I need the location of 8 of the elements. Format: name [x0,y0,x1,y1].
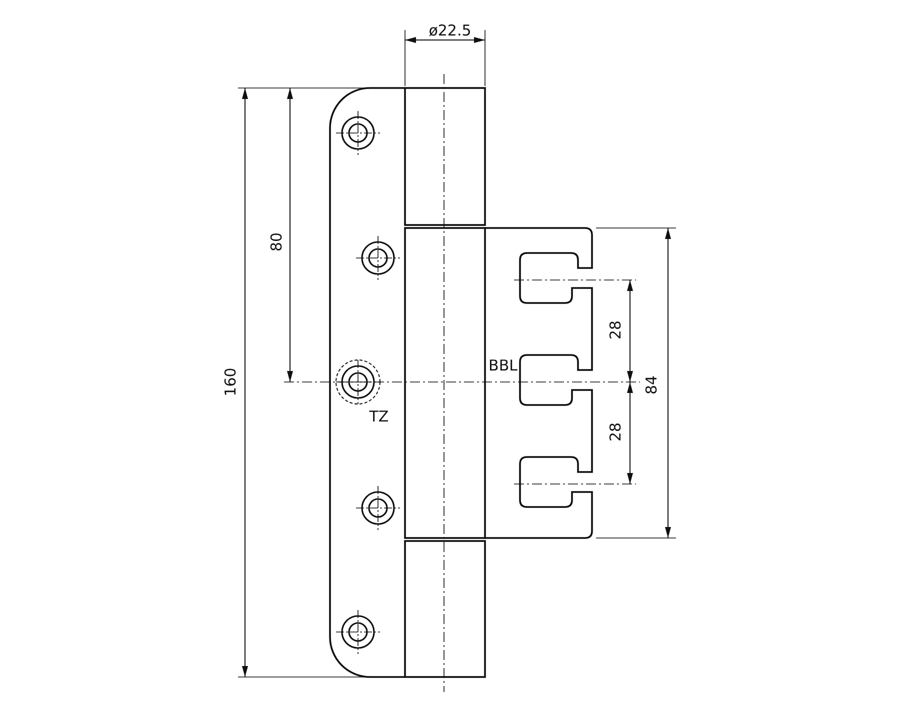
part-label: TZ [369,410,389,424]
dimension-label: 28 [608,422,624,442]
dimension-label: 28 [608,320,624,340]
dimension-label: 80 [270,232,284,252]
part-label: BBL [488,358,518,374]
dimension-label: 160 [224,368,238,396]
dimension-label: 84 [644,375,660,395]
dimension-label: ø22.5 [428,24,472,38]
